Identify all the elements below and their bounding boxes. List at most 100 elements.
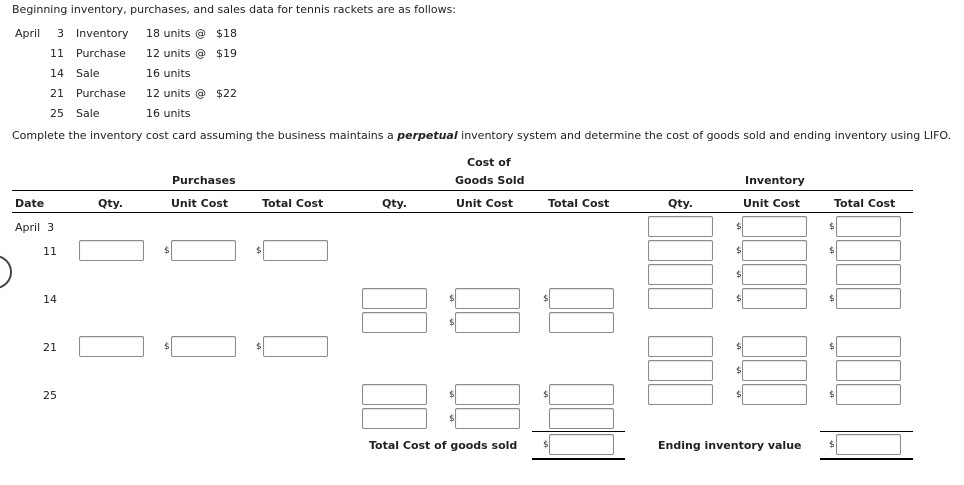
purchase-total-cost-input[interactable] [263, 336, 328, 357]
group-header-inventory: Inventory [745, 174, 805, 187]
dollar-sign: $ [256, 342, 262, 352]
row-date-21: 21 [43, 341, 57, 354]
data-qty: 16 units [146, 67, 191, 80]
col-header-cogs-qty: Qty. [382, 197, 407, 210]
cogs-total-cost-input[interactable] [549, 288, 614, 309]
dollar-sign: $ [256, 246, 262, 256]
cogs-unit-cost-input[interactable] [455, 408, 520, 429]
purchase-unit-cost-input[interactable] [171, 336, 236, 357]
cogs-total-double-rule [532, 458, 625, 460]
dollar-sign: $ [543, 440, 549, 450]
inventory-qty-input[interactable] [648, 384, 713, 405]
ending-inventory-input[interactable] [836, 434, 901, 455]
data-day: 25 [50, 107, 64, 120]
inventory-total-top-rule [820, 431, 913, 432]
cogs-total-cost-input[interactable] [549, 312, 614, 333]
dollar-sign: $ [829, 222, 835, 232]
inventory-total-cost-input[interactable] [836, 384, 901, 405]
row-date-14: 14 [43, 293, 57, 306]
inventory-unit-cost-input[interactable] [742, 240, 807, 261]
cogs-qty-input[interactable] [362, 408, 427, 429]
dollar-sign: $ [736, 270, 742, 280]
data-cost: $19 [216, 47, 237, 60]
inventory-total-cost-input[interactable] [836, 216, 901, 237]
dollar-sign: $ [829, 390, 835, 400]
data-day: 21 [50, 87, 64, 100]
purchase-qty-input[interactable] [79, 240, 144, 261]
inventory-qty-input[interactable] [648, 288, 713, 309]
inventory-total-cost-input[interactable] [836, 336, 901, 357]
dollar-sign: $ [829, 294, 835, 304]
data-month: April [15, 27, 41, 40]
cogs-qty-input[interactable] [362, 288, 427, 309]
cogs-unit-cost-input[interactable] [455, 384, 520, 405]
data-qty: 12 units [146, 47, 191, 60]
instruction-emphasis: perpetual [397, 129, 458, 142]
inventory-unit-cost-input[interactable] [742, 264, 807, 285]
group-header-cogs-line1: Cost of [467, 156, 511, 169]
inventory-total-cost-input[interactable] [836, 360, 901, 381]
dollar-sign: $ [543, 294, 549, 304]
instruction-after: inventory system and determine the cost … [457, 129, 952, 142]
inventory-qty-input[interactable] [648, 264, 713, 285]
inventory-unit-cost-input[interactable] [742, 288, 807, 309]
row-date-11: 11 [43, 245, 57, 258]
total-cogs-label: Total Cost of goods sold [369, 439, 518, 452]
data-at: @ [195, 27, 206, 40]
col-header-purchases-qty: Qty. [98, 197, 123, 210]
dollar-sign: $ [829, 440, 835, 450]
inventory-total-cost-input[interactable] [836, 240, 901, 261]
cogs-qty-input[interactable] [362, 312, 427, 333]
header-top-rule [12, 190, 913, 191]
dollar-sign: $ [164, 342, 170, 352]
col-header-cogs-unit-cost: Unit Cost [456, 197, 514, 210]
total-cogs-input[interactable] [549, 434, 614, 455]
header-bottom-rule [12, 212, 913, 213]
inventory-unit-cost-input[interactable] [742, 384, 807, 405]
data-cost: $18 [216, 27, 237, 40]
cogs-unit-cost-input[interactable] [455, 288, 520, 309]
data-qty: 16 units [146, 107, 191, 120]
data-at: @ [195, 47, 206, 60]
dollar-sign: $ [736, 342, 742, 352]
group-header-purchases: Purchases [172, 174, 236, 187]
data-type: Sale [76, 67, 100, 80]
data-day: 3 [57, 27, 64, 40]
inventory-qty-input[interactable] [648, 336, 713, 357]
col-header-purchases-unit-cost: Unit Cost [171, 197, 229, 210]
col-header-inventory-unit-cost: Unit Cost [743, 197, 801, 210]
data-at: @ [195, 87, 206, 100]
inventory-qty-input[interactable] [648, 240, 713, 261]
row-date-25: 25 [43, 389, 57, 402]
col-header-cogs-total-cost: Total Cost [548, 197, 610, 210]
col-header-inventory-qty: Qty. [668, 197, 693, 210]
dollar-sign: $ [736, 366, 742, 376]
cogs-qty-input[interactable] [362, 384, 427, 405]
inventory-total-cost-input[interactable] [836, 264, 901, 285]
circle-marker [0, 255, 12, 289]
inventory-unit-cost-input[interactable] [742, 336, 807, 357]
dollar-sign: $ [736, 294, 742, 304]
dollar-sign: $ [449, 294, 455, 304]
cogs-unit-cost-input[interactable] [455, 312, 520, 333]
data-cost: $22 [216, 87, 237, 100]
purchase-unit-cost-input[interactable] [171, 240, 236, 261]
dollar-sign: $ [164, 246, 170, 256]
inventory-qty-input[interactable] [648, 360, 713, 381]
cogs-total-cost-input[interactable] [549, 408, 614, 429]
dollar-sign: $ [736, 222, 742, 232]
inventory-unit-cost-input[interactable] [742, 360, 807, 381]
inventory-qty-input[interactable] [648, 216, 713, 237]
purchase-qty-input[interactable] [79, 336, 144, 357]
dollar-sign: $ [736, 246, 742, 256]
inventory-total-cost-input[interactable] [836, 288, 901, 309]
dollar-sign: $ [449, 414, 455, 424]
dollar-sign: $ [829, 342, 835, 352]
col-header-date: Date [15, 197, 45, 210]
cogs-total-cost-input[interactable] [549, 384, 614, 405]
ending-inventory-label: Ending inventory value [658, 439, 802, 452]
data-qty: 18 units [146, 27, 191, 40]
purchase-total-cost-input[interactable] [263, 240, 328, 261]
inventory-unit-cost-input[interactable] [742, 216, 807, 237]
dollar-sign: $ [543, 390, 549, 400]
